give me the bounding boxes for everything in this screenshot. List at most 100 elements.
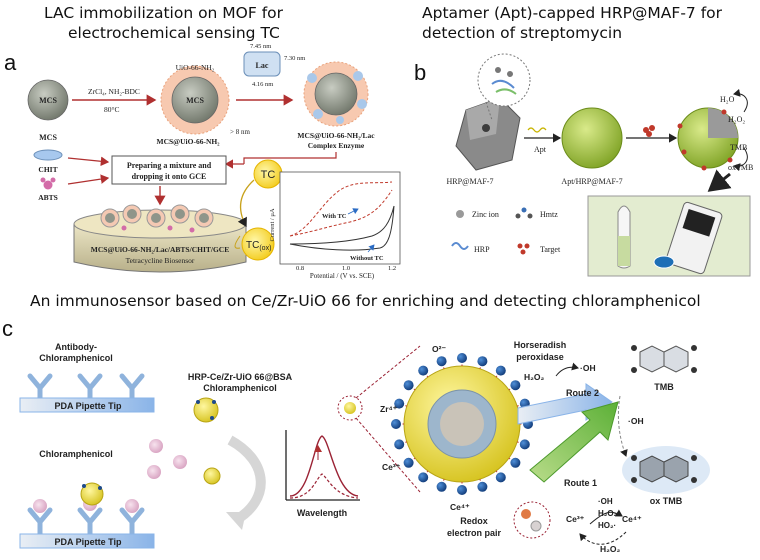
metal-ion-dot <box>394 439 405 450</box>
metal-ion-link <box>412 457 416 461</box>
route1-arrow <box>529 401 619 483</box>
complex-enzyme-sphere: MCS@UiO-66-NH₂/Lac Complex Enzyme <box>297 61 375 150</box>
metal-ion-link <box>425 374 429 378</box>
bound-chloramphenicol-3 <box>125 499 139 513</box>
metal-ion-dot <box>457 485 467 495</box>
metal-ion-link <box>495 470 499 474</box>
ce3-label-b: Ce³⁺ <box>566 514 585 524</box>
metal-ion-link <box>479 479 482 483</box>
complex-enzyme-label-1: MCS@UiO-66-NH₂/Lac <box>297 131 375 140</box>
zoom-callout-particle <box>344 402 356 414</box>
redox-ion-orange <box>521 509 531 519</box>
biosensor-label-1: MCS@UiO-66-NH₂/Lac/ABTS/CHIT/GCE <box>91 245 229 254</box>
metal-ion-dot <box>391 419 401 429</box>
metal-ion-dot <box>418 472 429 483</box>
antibodies-bottom <box>27 507 145 537</box>
cv-xtick-1: 1.0 <box>342 265 350 272</box>
pda-tip-top <box>19 397 155 413</box>
redox-ion-white <box>530 520 542 532</box>
hrp-maf7-label: HRP@MAF-7 <box>447 177 494 186</box>
h2o2-label: H₂O₂ <box>728 115 745 124</box>
zoom-inset-circle <box>477 53 531 121</box>
metal-ion-link <box>517 404 521 407</box>
abts-arrow <box>67 174 110 185</box>
apt-label: Apt <box>534 145 547 154</box>
ce4-label-b: Ce⁴⁺ <box>622 514 642 524</box>
metal-ion-link <box>479 365 482 369</box>
metal-ion-link <box>517 441 521 444</box>
antibody-label-2: Chloramphenicol <box>39 353 113 363</box>
mcs-label: MCS <box>39 133 57 142</box>
metal-ion-link <box>425 470 429 474</box>
redox-label-2: electron pair <box>447 528 502 538</box>
ce3-to-ce4-arrow <box>589 509 623 525</box>
metal-ion-dot <box>477 481 488 492</box>
tc-label: TC <box>261 169 276 181</box>
hrp-ce-zr-label-1: HRP-Ce/Zr-UiO 66@BSA <box>188 372 293 382</box>
mcs-sphere-label: MCS <box>39 96 57 105</box>
biosensor-spheres <box>100 204 214 233</box>
complex-to-mixture-connector <box>243 152 337 164</box>
lac-dim-1: 7.45 nm <box>250 43 271 50</box>
h2o2-label-c2: H₂O₂ <box>600 544 621 554</box>
detection-arrow <box>707 169 732 192</box>
hrp-ce-zr-probe <box>193 397 219 423</box>
without-tc-pointer <box>367 244 375 253</box>
metal-ion-link <box>412 387 416 391</box>
ce4-label: Ce⁴⁺ <box>450 502 470 512</box>
cv-xlabel: Potential / (V vs. SCE) <box>310 272 375 280</box>
abts-icon <box>40 177 56 190</box>
apt-hrp-maf7-sphere: Apt/HRP@MAF-7 <box>561 107 623 186</box>
zoom-line-bottom <box>355 417 421 493</box>
panel-a: MCS MCS ZrCl₄, NH₂-BDC 80°C MCS UiO-66-N… <box>27 43 401 280</box>
aptamer-icon <box>527 127 547 133</box>
oxtmb-label-c: ox TMB <box>650 496 683 506</box>
lac-label: Lac <box>256 61 269 70</box>
mcs-uio-sphere: MCS UiO-66-NH₂ MCS@UiO-66-NH₂ > 8 nm <box>157 63 251 146</box>
h2o2-cycle-arrow <box>733 88 748 113</box>
hmtz-label: Hmtz <box>540 210 558 219</box>
ce3-label: Ce³⁺ <box>382 462 401 472</box>
h2o2-label-c: H₂O₂ <box>524 372 545 382</box>
smartphone-detection-box <box>587 195 751 277</box>
with-tc-label: With TC <box>322 213 347 220</box>
zinc-ion-icon <box>456 210 464 218</box>
hmtz-icon <box>515 207 533 219</box>
hrp-ce-zr-probe-2 <box>203 467 221 485</box>
without-tc-label: Without TC <box>350 255 384 262</box>
cv-xtick-2: 1.2 <box>388 265 396 272</box>
tmb-label: TMB <box>730 143 747 152</box>
metal-ion-dot <box>436 356 447 367</box>
metal-ion-dot <box>436 481 447 492</box>
lac-enzyme: Lac 7.45 nm 7.30 nm 4.16 nm <box>243 43 305 88</box>
hrp-label: HRP <box>474 245 490 254</box>
zr4-label: Zr⁴⁺ <box>380 404 398 414</box>
lac-dim-3: 4.16 nm <box>252 81 273 88</box>
mixture-box-line2: dropping it onto GCE <box>132 172 207 181</box>
panel-b-label: b <box>414 60 426 85</box>
apt-hrp-maf7-label: Apt/HRP@MAF-7 <box>561 177 622 186</box>
cv-plot: Current / μA Potential / (V vs. SCE) 0.8… <box>269 171 401 280</box>
chloramphenicol-label: Chloramphenicol <box>39 449 113 459</box>
h2o2-to-oh-arrow <box>555 362 579 377</box>
ho2-label: HO₂· <box>598 521 616 530</box>
metal-ion-dot <box>457 353 467 363</box>
chloramphenicol-molecules <box>147 439 187 479</box>
temperature-label: 80°C <box>104 105 120 114</box>
o2-label: O²⁻ <box>432 344 446 354</box>
tc-ox-curl <box>234 235 241 249</box>
wavelength-label: Wavelength <box>297 508 347 518</box>
metal-ion-link <box>508 457 512 461</box>
route1-label: Route 1 <box>564 478 597 488</box>
oxtmb-label: oxTMB <box>728 163 753 172</box>
oxtmb-molecule <box>622 446 710 494</box>
zinc-ion-label: Zinc ion <box>472 210 499 219</box>
biosensor-label-2: Tetracycline Biosensor <box>126 256 195 265</box>
mcs-core-label: MCS <box>186 96 204 105</box>
panel-a-label: a <box>4 50 17 75</box>
complex-enzyme-label-2: Complex Enzyme <box>308 141 365 150</box>
process-curve-arrow <box>227 435 266 525</box>
hrp-maf7-crystal: HRP@MAF-7 <box>447 97 521 186</box>
metal-ion-dot <box>477 356 488 367</box>
